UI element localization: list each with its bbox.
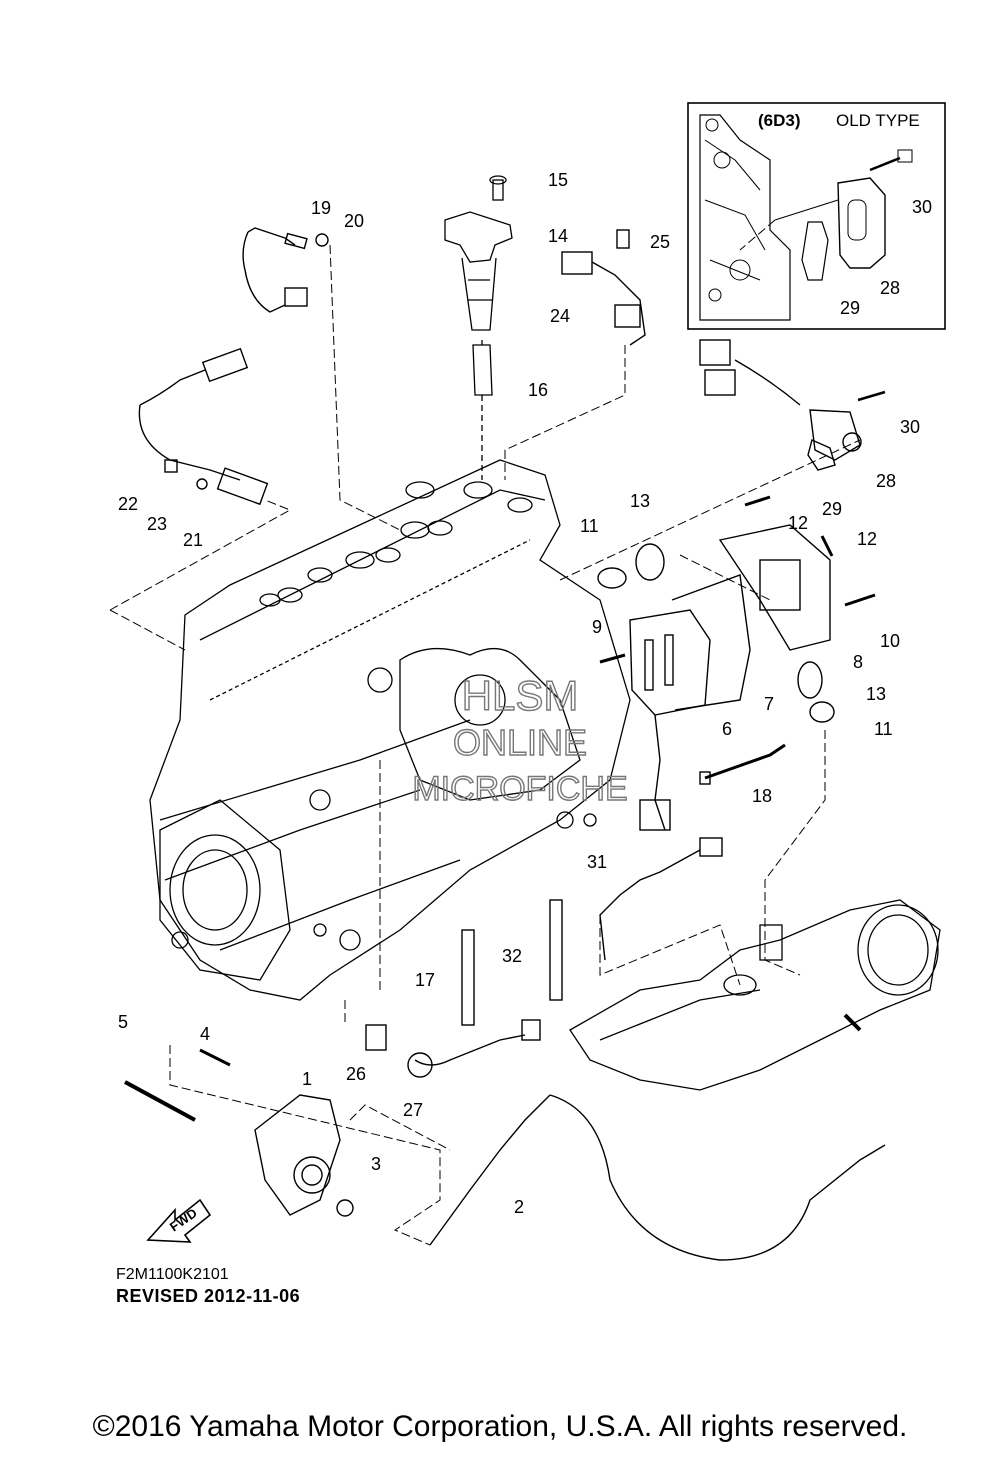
sensor-21 bbox=[138, 347, 269, 506]
callout-12b: 12 bbox=[857, 529, 877, 549]
callout-32: 32 bbox=[502, 946, 522, 966]
callout-14: 14 bbox=[548, 226, 568, 246]
callout-3: 3 bbox=[371, 1154, 381, 1174]
ignition-coil bbox=[444, 175, 513, 480]
callout-9: 9 bbox=[592, 617, 602, 637]
callout-11b: 11 bbox=[874, 719, 893, 739]
callout-28-inset: 28 bbox=[880, 278, 900, 298]
callout-15: 15 bbox=[548, 170, 568, 190]
watermark-line-1: HLSM bbox=[462, 672, 579, 719]
callout-26: 26 bbox=[346, 1064, 366, 1084]
inset-title: OLD TYPE bbox=[836, 111, 920, 130]
callout-13b: 13 bbox=[866, 684, 886, 704]
callout-19: 19 bbox=[311, 198, 331, 218]
exhaust-manifold bbox=[569, 899, 941, 1091]
ecu-assembly bbox=[597, 495, 876, 831]
callout-16: 16 bbox=[528, 380, 548, 400]
callout-25: 25 bbox=[650, 232, 670, 252]
leader-lines bbox=[109, 219, 861, 1246]
callout-5: 5 bbox=[118, 1012, 128, 1032]
cable-ties bbox=[461, 899, 563, 1026]
callout-13a: 13 bbox=[630, 491, 650, 511]
throttle-body bbox=[124, 1048, 354, 1217]
callout-10: 10 bbox=[880, 631, 900, 651]
callout-18: 18 bbox=[752, 786, 772, 806]
sensor-18 bbox=[699, 743, 786, 785]
copyright-notice: ©2016 Yamaha Motor Corporation, U.S.A. A… bbox=[92, 1410, 908, 1443]
callout-30: 30 bbox=[900, 417, 920, 437]
throttle-cable bbox=[429, 1094, 886, 1261]
callout-28: 28 bbox=[876, 471, 896, 491]
callout-7: 7 bbox=[764, 694, 774, 714]
callout-6: 6 bbox=[722, 719, 732, 739]
callout-30-inset: 30 bbox=[912, 197, 932, 217]
inset-old-type: (6D3) OLD TYPE bbox=[687, 102, 946, 330]
callout-12a: 12 bbox=[788, 513, 808, 533]
callout-20: 20 bbox=[344, 211, 364, 231]
forward-arrow: FWD bbox=[146, 1198, 212, 1243]
callout-24: 24 bbox=[550, 306, 570, 326]
sensor-connector-24 bbox=[561, 229, 646, 346]
sensor-28 bbox=[699, 339, 886, 471]
callout-29: 29 bbox=[822, 499, 842, 519]
callout-4: 4 bbox=[200, 1024, 210, 1044]
sensor-31 bbox=[599, 837, 723, 961]
fwd-label: FWD bbox=[167, 1205, 200, 1234]
callout-31: 31 bbox=[587, 852, 607, 872]
drawing-code: F2M1100K2101 bbox=[116, 1266, 229, 1283]
watermark: HLSM ONLINE MICROFICHE bbox=[412, 671, 629, 808]
callout-29-inset: 29 bbox=[840, 298, 860, 318]
callout-21: 21 bbox=[183, 530, 203, 550]
sensor-cable-19 bbox=[242, 227, 329, 313]
callout-labels: 1 2 3 4 5 6 7 8 9 10 11 11 12 12 13 13 1… bbox=[118, 170, 932, 1217]
watermark-line-3: MICROFICHE bbox=[412, 770, 627, 808]
watermark-line-2: ONLINE bbox=[453, 722, 587, 763]
callout-2: 2 bbox=[514, 1197, 524, 1217]
inset-title-bold: (6D3) bbox=[758, 111, 801, 130]
sensor-26-27 bbox=[365, 1019, 541, 1078]
callout-17: 17 bbox=[415, 970, 435, 990]
callout-11a: 11 bbox=[580, 516, 599, 536]
callout-22: 22 bbox=[118, 494, 138, 514]
callout-1: 1 bbox=[302, 1069, 312, 1089]
revised-date: REVISED 2012-11-06 bbox=[116, 1286, 301, 1306]
callout-27: 27 bbox=[403, 1100, 423, 1120]
callout-23: 23 bbox=[147, 514, 167, 534]
callout-8: 8 bbox=[853, 652, 863, 672]
